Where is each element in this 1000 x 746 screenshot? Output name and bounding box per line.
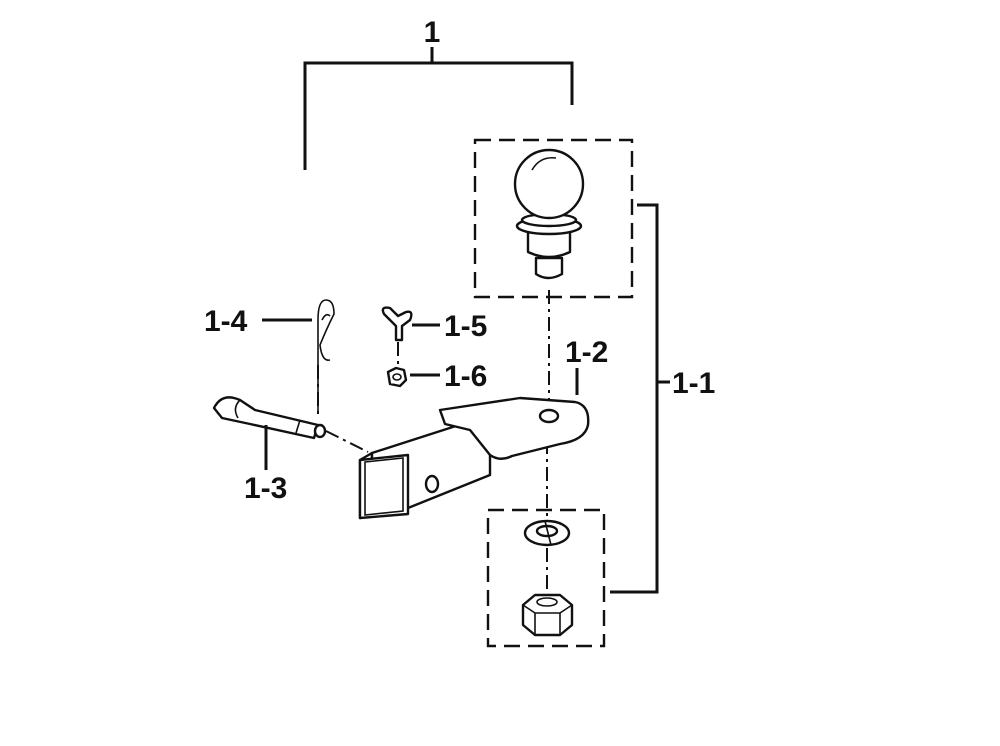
label-ball-mount-kit: 1-1 xyxy=(672,367,715,400)
hitch-pin xyxy=(212,396,327,440)
label-drawbar: 1-2 xyxy=(565,336,608,369)
pin-centerline xyxy=(325,430,369,453)
drawbar xyxy=(358,396,590,520)
label-hitch-pin: 1-3 xyxy=(244,472,287,505)
hitch-ball xyxy=(513,148,585,280)
label-assembly: 1 xyxy=(424,16,441,49)
nut-washer-box xyxy=(486,508,606,648)
ball-mount-kit-bracket xyxy=(610,203,670,594)
label-small-nut: 1-6 xyxy=(444,360,487,393)
hairpin-clip xyxy=(317,299,335,412)
hex-nut xyxy=(521,593,574,637)
lock-washer xyxy=(523,519,571,547)
label-hairpin-clip: 1-4 xyxy=(204,305,248,338)
small-nut xyxy=(386,366,408,388)
label-wing-bolt: 1-5 xyxy=(444,310,487,343)
wing-bolt xyxy=(381,306,413,342)
ball-box xyxy=(473,138,634,299)
assembly-bracket xyxy=(303,47,574,170)
